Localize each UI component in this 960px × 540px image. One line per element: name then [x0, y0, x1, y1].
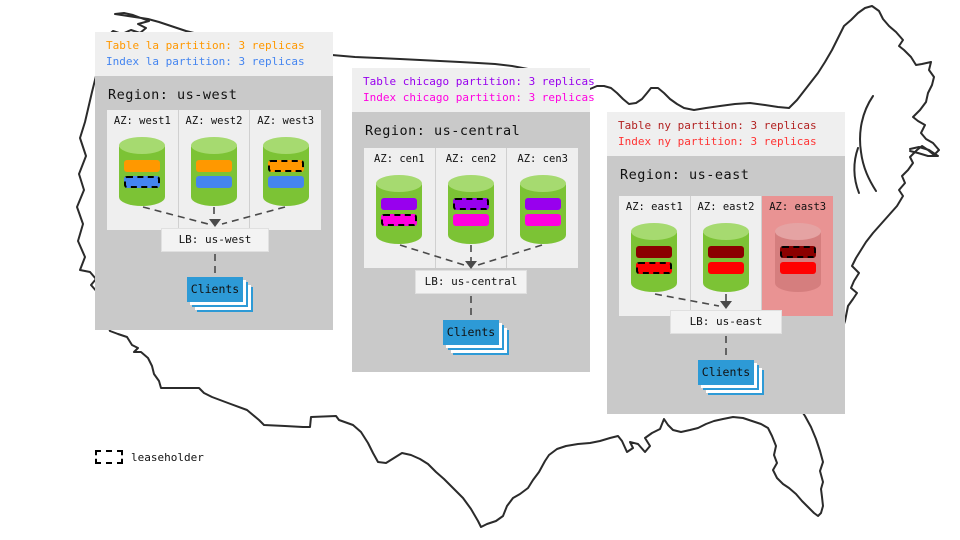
- callout-index-line: Index ny partition: 3 replicas: [618, 135, 817, 148]
- index-replica-bar: [453, 214, 489, 226]
- callout-table-line: Table chicago partition: 3 replicas: [363, 75, 595, 88]
- region-box: Region: us-east AZ: east1 AZ: east2: [607, 156, 845, 414]
- region-us-west: Table la partition: 3 replicas Index la …: [95, 32, 333, 330]
- az-label: AZ: east2: [697, 201, 755, 213]
- table-replica-bar: [453, 198, 489, 210]
- cylinder-top: [376, 175, 423, 192]
- index-replica-bar: [124, 176, 161, 188]
- database-cylinder-icon: [119, 137, 166, 206]
- cylinder-top: [774, 223, 821, 240]
- table-replica-bar: [267, 160, 304, 172]
- az-label: AZ: cen3: [517, 153, 568, 165]
- table-replica-bar: [196, 160, 232, 172]
- partition-callout: Table la partition: 3 replicas Index la …: [95, 32, 333, 76]
- clients-box: Clients: [187, 277, 243, 302]
- partition-callout: Table ny partition: 3 replicas Index ny …: [607, 112, 845, 156]
- cylinder-top: [631, 223, 678, 240]
- az-label: AZ: cen1: [374, 153, 425, 165]
- az-column: AZ: west2: [177, 110, 250, 230]
- partition-callout: Table chicago partition: 3 replicas Inde…: [352, 68, 595, 112]
- az-label: AZ: cen2: [445, 153, 497, 165]
- az-group: AZ: cen1 AZ: cen2 AZ: ce: [364, 148, 578, 268]
- az-label: AZ: east3: [769, 201, 827, 213]
- cylinder-top: [519, 175, 566, 192]
- database-cylinder-icon: [631, 223, 678, 292]
- legend: leaseholder: [95, 450, 204, 464]
- table-replica-bar: [708, 246, 744, 258]
- clients-box: Clients: [443, 320, 499, 345]
- az-label: AZ: west3: [257, 115, 315, 127]
- az-column-failed: AZ: east3: [761, 196, 834, 316]
- az-column: AZ: cen2: [434, 148, 507, 268]
- cylinder-top: [119, 137, 166, 154]
- legend-label: leaseholder: [131, 450, 204, 464]
- table-replica-bar: [524, 198, 561, 210]
- database-cylinder-icon: [703, 223, 749, 292]
- callout-table-line: Table ny partition: 3 replicas: [618, 119, 817, 132]
- region-us-east: Table ny partition: 3 replicas Index ny …: [607, 112, 845, 414]
- az-label: AZ: east1: [625, 201, 683, 213]
- az-column: AZ: west3: [249, 110, 321, 230]
- region-title: Region: us-east: [620, 167, 750, 183]
- region-box: Region: us-central AZ: cen1 AZ: cen2: [352, 112, 590, 372]
- region-box: Region: us-west AZ: west1 AZ: west2: [95, 76, 333, 330]
- callout-index-line: Index chicago partition: 3 replicas: [363, 91, 595, 104]
- lake-outline: [859, 95, 877, 192]
- table-replica-bar: [779, 246, 816, 258]
- az-column: AZ: cen3: [506, 148, 578, 268]
- az-column: AZ: cen1: [364, 148, 435, 268]
- load-balancer: LB: us-central: [415, 270, 527, 294]
- region-us-central: Table chicago partition: 3 replicas Inde…: [352, 68, 595, 372]
- table-replica-bar: [124, 160, 161, 172]
- cylinder-top: [191, 137, 237, 154]
- leaseholder-swatch-icon: [95, 450, 123, 464]
- database-cylinder-icon: [774, 223, 821, 292]
- cylinder-top: [448, 175, 494, 192]
- cylinder-top: [262, 137, 309, 154]
- index-replica-bar: [524, 214, 561, 226]
- az-column: AZ: east1: [619, 196, 690, 316]
- database-cylinder-icon: [519, 175, 566, 244]
- database-cylinder-icon: [191, 137, 237, 206]
- region-title: Region: us-central: [365, 123, 521, 139]
- load-balancer: LB: us-east: [670, 310, 782, 334]
- database-cylinder-icon: [376, 175, 423, 244]
- long-island-outline: [909, 146, 939, 157]
- region-title: Region: us-west: [108, 87, 238, 103]
- load-balancer: LB: us-west: [161, 228, 269, 252]
- az-label: AZ: west1: [113, 115, 171, 127]
- index-replica-bar: [196, 176, 232, 188]
- callout-table-line: Table la partition: 3 replicas: [106, 39, 305, 52]
- table-replica-bar: [381, 198, 418, 210]
- database-cylinder-icon: [448, 175, 494, 244]
- callout-index-line: Index la partition: 3 replicas: [106, 55, 305, 68]
- table-replica-bar: [636, 246, 673, 258]
- index-replica-bar: [708, 262, 744, 274]
- clients-box: Clients: [698, 360, 754, 385]
- az-group: AZ: east1 AZ: east2 AZ:: [619, 196, 834, 316]
- az-column: AZ: west1: [107, 110, 178, 230]
- index-replica-bar: [381, 214, 418, 226]
- index-replica-bar: [267, 176, 304, 188]
- az-column: AZ: east2: [689, 196, 762, 316]
- index-replica-bar: [779, 262, 816, 274]
- az-label: AZ: west2: [185, 115, 243, 127]
- lake-outline-2: [853, 147, 860, 194]
- database-cylinder-icon: [262, 137, 309, 206]
- cylinder-top: [703, 223, 749, 240]
- az-group: AZ: west1 AZ: west2 AZ:: [107, 110, 321, 230]
- index-replica-bar: [636, 262, 673, 274]
- us-coastline: [76, 5, 940, 528]
